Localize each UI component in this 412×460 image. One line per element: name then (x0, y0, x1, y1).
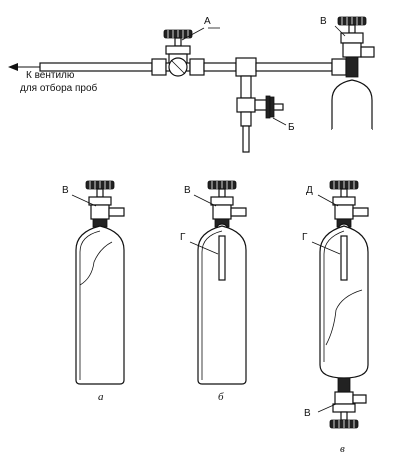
label-v-b: В (184, 185, 191, 196)
pipe-coupling (151, 58, 167, 76)
tee-fitting (235, 57, 257, 77)
sampling-manifold (8, 57, 347, 77)
arrow-text-line2: для отбора проб (20, 82, 98, 94)
label-a: А (204, 16, 211, 27)
valve-b-branch (236, 75, 284, 153)
caption-b: б (218, 391, 224, 403)
arrow-text-line1: К вентилю (26, 70, 75, 81)
label-d: Д (306, 185, 313, 196)
valve-a (163, 29, 193, 77)
caption-a: а (98, 391, 104, 403)
label-v-bottom: В (304, 408, 311, 419)
leader-v-bottom (317, 403, 337, 413)
pipe-right (255, 62, 333, 72)
leader-g-b (189, 241, 219, 255)
label-g-v: Г (302, 232, 308, 243)
leader-d (317, 194, 339, 207)
leader-v-top (334, 25, 346, 37)
label-v-top: В (320, 16, 327, 27)
leader-b (272, 117, 287, 126)
leader-g-v (311, 241, 341, 255)
cylinder-a (75, 180, 125, 385)
leader-v-a (71, 194, 97, 207)
leader-v-b (193, 194, 217, 207)
label-v-a: В (62, 185, 69, 196)
leader-a (181, 27, 205, 41)
cylinder-b (197, 180, 247, 385)
label-g-b: Г (180, 232, 186, 243)
cylinder-v (319, 180, 369, 429)
caption-v: в (340, 443, 345, 455)
label-b: Б (288, 122, 295, 133)
arrow-head (8, 63, 18, 71)
cylinder-top-assembly (331, 16, 375, 131)
